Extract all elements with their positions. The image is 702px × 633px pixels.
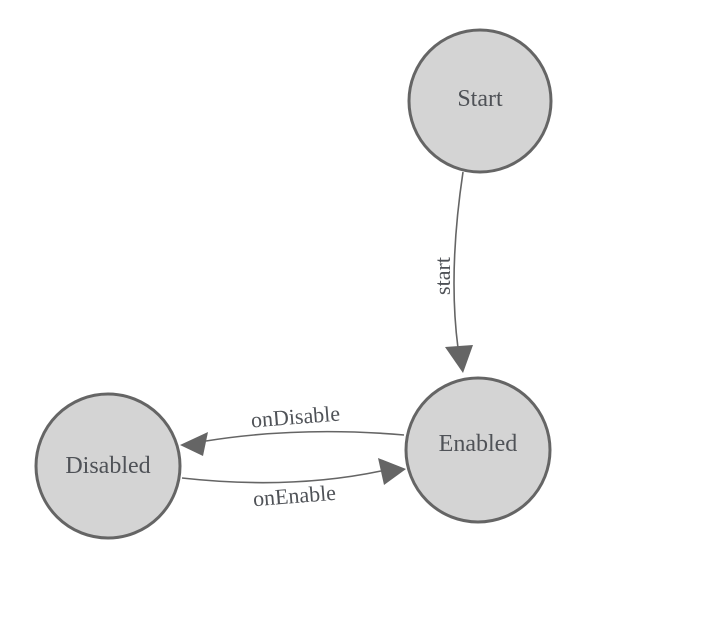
state-node-enabled[interactable]: Enabled [404,376,552,524]
state-circle-enabled[interactable] [404,376,552,524]
edge-label-onenable: onEnable [252,480,337,511]
state-circle-start[interactable] [407,28,553,174]
edge-enabled-to-disabled[interactable]: onDisable [180,401,405,456]
state-label-enabled: Enabled [439,431,518,457]
state-circle-disabled[interactable] [34,392,182,540]
edge-line-enabled-to-disabled[interactable] [205,430,405,442]
edge-label-ondisable: onDisable [250,401,341,433]
edge-disabled-to-enabled[interactable]: onEnable [181,458,406,511]
state-node-start[interactable]: Start [407,28,553,174]
edge-start-to-enabled[interactable]: start [430,171,473,373]
state-label-start: Start [457,86,503,112]
state-node-disabled[interactable]: Disabled [34,392,182,540]
edge-label-start: start [430,257,455,295]
arrowhead-start-to-enabled [445,345,473,373]
arrowhead-disabled-to-enabled [378,458,406,485]
edge-line-start-to-enabled[interactable] [453,171,464,349]
arrowhead-enabled-to-disabled [180,432,208,456]
edge-line-disabled-to-enabled[interactable] [181,470,382,484]
state-label-disabled: Disabled [65,453,150,479]
